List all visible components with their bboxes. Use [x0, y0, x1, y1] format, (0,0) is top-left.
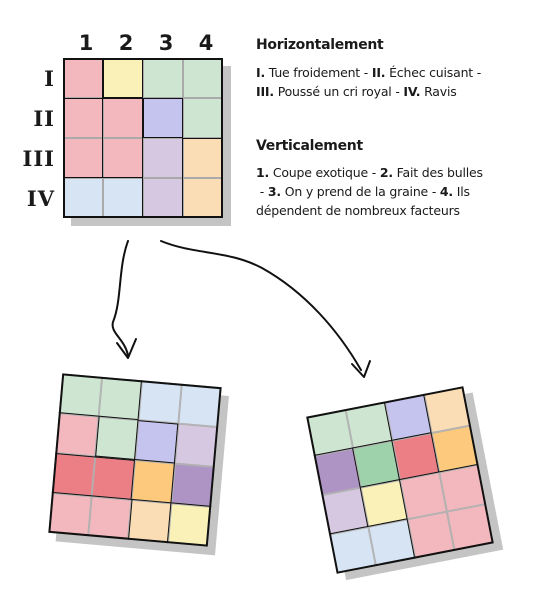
arrow-right-shaft	[160, 240, 362, 371]
clue-separator: -	[256, 184, 268, 199]
clue-text: Coupe exotique	[272, 165, 368, 180]
solution-grid-2-cells	[306, 386, 494, 574]
clue-number: III.	[256, 84, 274, 99]
grid-cell	[178, 383, 222, 428]
arrow-left-shaft	[111, 240, 129, 356]
grid-cell	[135, 420, 179, 464]
row-numeral-1: I	[44, 66, 55, 91]
grid-cell	[58, 373, 103, 417]
vertical-clues-heading: Verticalement	[256, 138, 363, 154]
clue-number: 1.	[256, 165, 270, 180]
grid-cell	[51, 453, 96, 497]
grid-cell	[91, 456, 135, 500]
arrow-left-head	[116, 338, 137, 359]
clue-number: I.	[256, 65, 265, 80]
clue-text: On y prend de la graine	[284, 184, 429, 199]
clue-separator: -	[360, 65, 372, 80]
clue-number: II.	[371, 65, 386, 80]
grid-cell[interactable]	[143, 138, 183, 178]
clue-number: 2.	[379, 165, 393, 180]
clue-text: Ravis	[424, 84, 457, 99]
clue-separator: -	[391, 84, 404, 99]
row-numeral-2: II	[33, 106, 55, 131]
clue-text: Poussé un cri royal	[277, 84, 392, 99]
column-number-4: 4	[198, 31, 214, 55]
grid-cell	[171, 463, 215, 507]
clue-text: Ils dépendent de nombreux facteurs	[256, 184, 470, 218]
column-number-2: 2	[118, 31, 134, 55]
grid-cell[interactable]	[183, 98, 223, 138]
clue-number: 4.	[439, 184, 453, 199]
grid-cell[interactable]	[183, 138, 223, 178]
grid-cell[interactable]	[143, 178, 183, 218]
grid-cell	[48, 492, 92, 537]
horizontal-clues: I. Tue froidement - II. Échec cuisant - …	[256, 63, 518, 101]
clue-text: Échec cuisant	[389, 65, 474, 80]
clue-number: 3.	[267, 184, 281, 199]
grid-cell	[446, 504, 494, 551]
grid-cell[interactable]	[183, 178, 223, 218]
clue-number: IV.	[403, 84, 421, 99]
arrow-right-head	[351, 360, 371, 378]
grid-cell	[138, 380, 182, 424]
clue-text: Fait des bulles	[396, 165, 483, 180]
column-number-3: 3	[158, 31, 174, 55]
grid-cell	[88, 496, 132, 540]
solution-grid-1-cells	[48, 373, 222, 547]
row-numeral-4: IV	[26, 186, 55, 211]
clue-separator: -	[473, 65, 485, 80]
vertical-clues: 1. Coupe exotique - 2. Fait des bulles -…	[256, 163, 518, 220]
clue-separator: -	[367, 165, 380, 180]
horizontal-clues-heading: Horizontalement	[256, 37, 384, 53]
column-number-1: 1	[78, 31, 94, 55]
grid-cell	[128, 499, 172, 544]
grid-cell	[95, 416, 139, 460]
row-numeral-3: III	[22, 146, 55, 171]
grid-cell	[174, 423, 219, 467]
grid-cell	[131, 460, 175, 504]
clue-text: Tue froidement	[268, 65, 361, 80]
grid-cell	[98, 376, 142, 421]
grid-cell[interactable]	[103, 178, 143, 218]
clue-separator: -	[428, 184, 440, 199]
grid-cell	[55, 413, 99, 457]
grid-cell	[167, 503, 212, 547]
